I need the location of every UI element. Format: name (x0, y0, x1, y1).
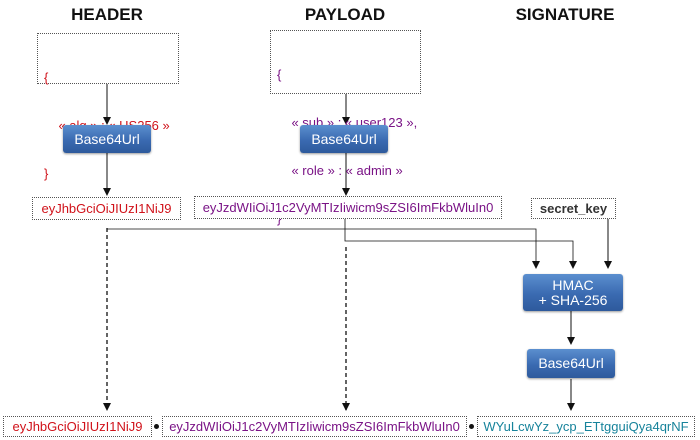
header-encoded-token: eyJhbGciOiJIUzI1NiJ9 (32, 197, 181, 220)
signature-title: SIGNATURE (515, 5, 615, 24)
payload-json-line: { (277, 67, 282, 82)
separator-dot (154, 424, 159, 429)
payload-json-box: { « sub » : « user123 », « role » : « ad… (270, 30, 421, 226)
header-base64url-node: Base64Url (63, 125, 151, 153)
separator-dot (469, 424, 474, 429)
payload-title: PAYLOAD (304, 5, 386, 24)
payload-to-hmac-line (344, 219, 577, 269)
payload-json-line: « role » : « admin » (277, 163, 403, 178)
header-to-hmac-line (107, 228, 540, 269)
header-json-line: { (44, 70, 49, 85)
secret-key-box: secret_key (531, 198, 616, 219)
hmac-sha256-node: HMAC + SHA-256 (523, 274, 623, 311)
sha256-label: + SHA-256 (538, 291, 608, 308)
payload-base64url-node: Base64Url (300, 125, 388, 153)
header-json-box: { « alg » : « HS256 » } (37, 33, 179, 181)
output-payload-token: eyJzdWIiOiJ1c2VyMTIzIiwicm9sZSI6ImFkbWlu… (162, 416, 467, 437)
payload-encoded-token: eyJzdWIiOiJ1c2VyMTIzIiwicm9sZSI6ImFkbWlu… (194, 196, 502, 219)
header-json-line: } (44, 166, 49, 181)
output-signature-token: WYuLcwYz_ycp_ETtgguiQya4qrNF (477, 416, 695, 437)
signature-base64url-node: Base64Url (527, 349, 615, 378)
output-header-token: eyJhbGciOiJIUzI1NiJ9 (3, 416, 152, 437)
hmac-label: HMAC (552, 276, 594, 293)
header-title: HEADER (71, 5, 143, 24)
